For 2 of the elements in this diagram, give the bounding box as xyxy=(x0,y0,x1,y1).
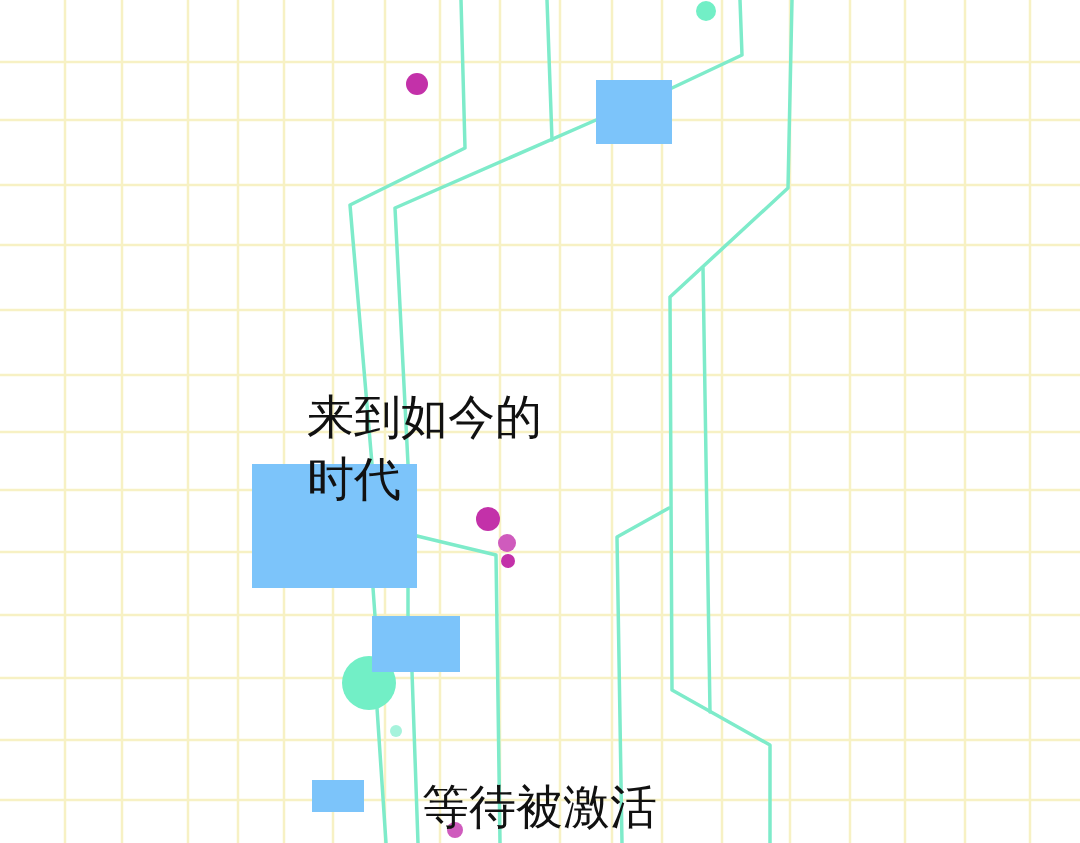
narration-text: 来到如今的时代 xyxy=(307,388,543,508)
narration-text: 等待被激活 xyxy=(422,778,658,836)
